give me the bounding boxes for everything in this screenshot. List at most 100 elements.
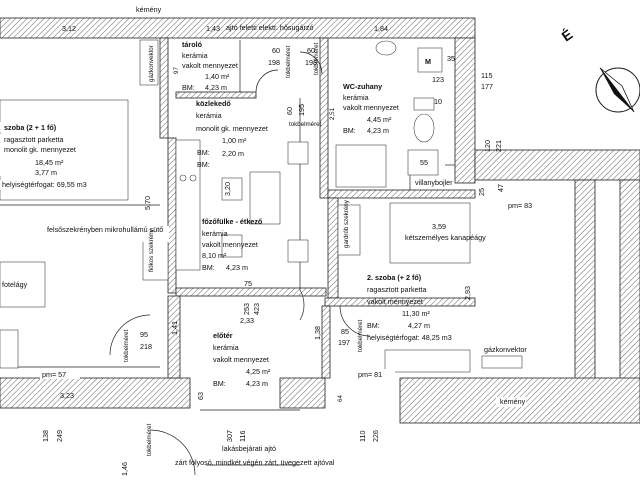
dim-55: 55 (420, 158, 428, 167)
kozlekedo-name: közlekedő (196, 99, 231, 108)
kitchen-bm: BM: (202, 263, 215, 272)
sofa-bed (389, 202, 471, 264)
dim-423: 423 (252, 303, 261, 315)
kitchen-microwave: felsőszekrényben mikrohullámú sütő (47, 225, 163, 234)
gazkonvektor-right: gázkonvektor (484, 345, 527, 354)
dim-25: 25 (477, 188, 486, 196)
kitchen-height: 4,23 m (226, 263, 248, 272)
dim-323: 3,23 (60, 391, 74, 400)
wall-bottom-left (0, 377, 191, 409)
wc-tank (413, 97, 435, 111)
wall-left-inner (159, 37, 169, 139)
room-2-ceiling: vakolt mennyezet (367, 297, 423, 306)
room-2-area: 11,30 m² (402, 309, 430, 318)
dim-138: 1,38 (313, 326, 322, 340)
chair-4 (221, 234, 243, 258)
room-kitchen: BM: BM: 3,20 főzőfülke - étkező kerámia … (44, 148, 263, 272)
room-2-bm: BM: (367, 321, 380, 330)
dim-97: 97 (173, 67, 180, 74)
dim-kozlekedo-195: 195 (297, 104, 306, 116)
dim-143: 1,43 (206, 24, 220, 33)
dim-249: 249 (55, 430, 64, 442)
kitchen-floor: kerámia (202, 229, 228, 238)
wall-room2-top (327, 197, 339, 299)
wall-wc-bottom (327, 189, 476, 199)
dim-60a: 60 (272, 46, 280, 55)
gardrob (337, 204, 361, 256)
shower (335, 144, 387, 188)
furniture (0, 39, 523, 373)
thin-lines (0, 40, 455, 466)
dining-table (249, 171, 281, 225)
pm81: pm= 81 (358, 370, 382, 379)
dim-35: 35 (447, 54, 455, 63)
door-above-heater: ajtó feletti elektr. hősugárzó (226, 23, 314, 32)
sink-left (179, 174, 187, 182)
room-2: 2. szoba (+ 2 fő) ragasztott parketta va… (367, 273, 472, 342)
wall-right-stub (474, 149, 640, 181)
dim-63: 63 (196, 392, 205, 400)
wall-bottom-mid (279, 377, 326, 409)
gas-convector-right (481, 355, 523, 369)
room-2plus1-name: szoba (2 + 1 fő) (4, 123, 57, 132)
tokbelmeret-top-2: tokbelméret (313, 42, 320, 75)
washing-machine (417, 47, 443, 73)
room-2-name: 2. szoba (+ 2 fő) (367, 273, 422, 282)
entrance-door: lakásbejárati ajtó (222, 444, 276, 453)
kitchen-name: főzőfülke - étkező (202, 217, 263, 226)
wc-bowl (413, 113, 435, 143)
wall-eloter-top (175, 287, 327, 297)
dim-320: 3,20 (223, 182, 232, 196)
wc-ceiling: vakolt mennyezet (343, 103, 399, 112)
gardrob-label: gardrób szekrény (343, 199, 350, 248)
room-2plus1-ceiling: monolit gk. mennyezet (4, 145, 76, 154)
sofa-label: kétszemélyes kanapéágy (405, 233, 486, 242)
kozlekedo-ceiling: monolit gk. mennyezet (196, 124, 268, 133)
eloter-area: 4,25 m² (246, 367, 271, 376)
wall-top-right (454, 37, 476, 184)
wall-eloter-right (321, 305, 331, 379)
bottom-area: pm= 57 pm= 81 3,23 64 kémény 138 249 116… (40, 369, 526, 476)
dim-293: 2,93 (463, 286, 472, 300)
dim-120: 120 (483, 140, 492, 152)
dim-141: 1,41 (170, 321, 179, 335)
room-2-height: 4,27 m (408, 321, 430, 330)
dim-47: 47 (496, 184, 505, 192)
dim-146: 1,46 (120, 462, 129, 476)
tokbelmeret-right: tokbelméret (357, 319, 364, 352)
kozlekedo-tokbelmeret: tokbelméret (289, 121, 322, 128)
dim-85: 85 (341, 327, 349, 336)
kitchen-counter (175, 139, 201, 271)
walls (0, 17, 640, 424)
wall-kitchen-left (167, 137, 177, 294)
room-eloter: előtér kerámia vakolt mennyezet 4,25 m² … (196, 331, 271, 400)
armchair-bed (0, 261, 46, 308)
wall-right-side (574, 179, 596, 381)
dim-198a: 198 (268, 58, 280, 67)
compass-label: É (559, 26, 576, 44)
tokbelmeret-left: tokbelméret (123, 329, 130, 362)
eloter-height: 4,23 m (246, 379, 268, 388)
kozlekedo-area: 1,00 m² (222, 136, 247, 145)
dim-198b: 198 (305, 58, 317, 67)
bottom-kemeny: kémény (500, 397, 526, 406)
taroló-name: tároló (182, 40, 203, 49)
kitchen-area: 8,10 m² (202, 251, 227, 260)
sink-right (189, 174, 197, 182)
closed-corridor: zárt folyosó, mindkét végén zárt, üvegez… (175, 458, 335, 467)
room-taroló: tároló kerámia vakolt mennyezet 1,40 m² … (173, 40, 317, 92)
dim-10: 10 (434, 97, 442, 106)
wall-taroló-bottom (175, 91, 257, 99)
dim-233: 2,33 (240, 316, 254, 325)
dim-251: 2,51 (329, 107, 336, 120)
tokbelmeret-top-1: tokbelméret (285, 45, 292, 78)
mid-dimensions: 75 253 423 2,33 1,41 1,38 85 197 95 218 … (123, 279, 364, 362)
taroló-bm: BM: (182, 83, 195, 92)
gas-convector-left (139, 39, 159, 86)
wc-area: 4,45 m² (367, 115, 392, 124)
wc-height: 4,23 m (367, 126, 389, 135)
dim-64: 64 (337, 395, 344, 402)
dim-110: 110 (358, 431, 367, 442)
dim-312: 3,12 (62, 24, 76, 33)
eloter-floor: kerámia (213, 343, 239, 352)
